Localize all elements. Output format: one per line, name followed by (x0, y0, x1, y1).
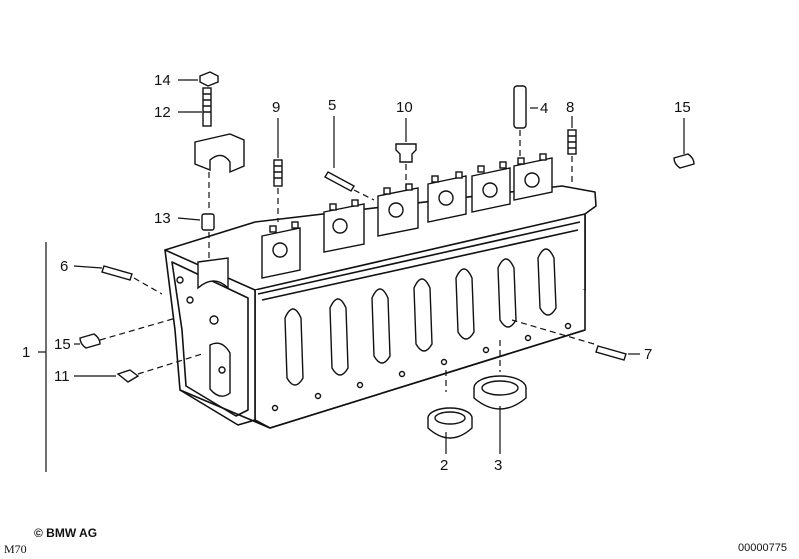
valve-seat-ring-small (427, 407, 473, 439)
callout-1: 1 (22, 344, 30, 361)
stud-part-top (202, 87, 212, 127)
callout-6: 6 (60, 258, 68, 275)
callout-2: 2 (440, 457, 448, 474)
sleeve-part-right (673, 153, 695, 169)
callout-9: 9 (272, 99, 280, 116)
callout-3: 3 (494, 457, 502, 474)
screw-part (116, 369, 140, 383)
nut-part (199, 71, 219, 87)
port-openings (176, 248, 572, 412)
callout-4: 4 (540, 100, 548, 117)
valve-seat-ring-large (473, 375, 527, 410)
stud-part-6 (101, 265, 133, 281)
callout-labels: 1 2 3 4 5 6 7 8 9 10 11 12 13 14 15 15 (22, 72, 691, 474)
part-number-label: 00000775 (738, 542, 787, 554)
callout-12: 12 (154, 104, 171, 121)
bearing-cap-part (194, 133, 245, 174)
stud-part-9 (273, 159, 283, 187)
plug-part (395, 143, 417, 163)
tube-part (513, 85, 527, 129)
callout-10: 10 (396, 99, 413, 116)
callout-7: 7 (644, 346, 652, 363)
callout-15-right: 15 (674, 99, 691, 116)
callout-8: 8 (566, 99, 574, 116)
callout-11: 11 (54, 368, 70, 385)
stud-part-7 (595, 345, 627, 361)
stud-part-5 (324, 171, 355, 192)
copyright-label: © BMW AG (34, 526, 98, 540)
callout-13: 13 (154, 210, 171, 227)
cam-bearing-towers (197, 153, 553, 290)
sleeve-part-left (79, 333, 101, 349)
callout-5: 5 (328, 97, 336, 114)
model-label: M70 (4, 542, 27, 556)
callout-14: 14 (154, 72, 171, 89)
dowel-sleeve-part (201, 213, 215, 231)
callout-15-left: 15 (54, 336, 71, 353)
stud-part-8 (567, 129, 577, 155)
leader-lines (38, 79, 685, 472)
